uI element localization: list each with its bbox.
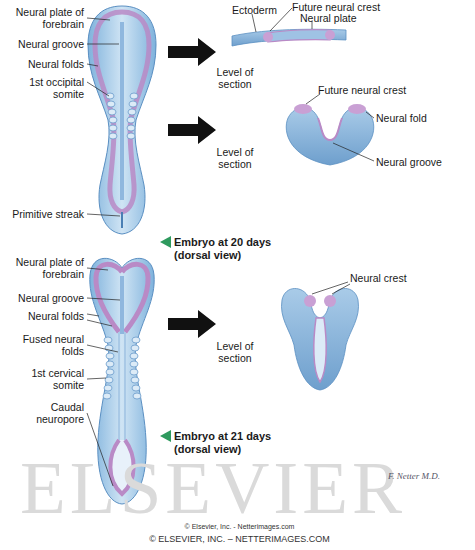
section-arrows xyxy=(168,38,216,338)
embryo-20-days xyxy=(88,6,156,234)
part-label: Fused neural folds xyxy=(20,333,84,357)
part-label: 1st occipital somite xyxy=(14,76,84,100)
part-label: Neural plate of forebrain xyxy=(14,6,84,30)
copyright-line: © Elsevier, Inc. - Netterimages.com xyxy=(2,522,475,531)
signature: F. Netter M.D. xyxy=(388,470,440,482)
part-label: Neural folds xyxy=(4,310,84,322)
part-label: Future neural crest xyxy=(318,84,406,96)
stage-caption: Embryo at 20 days (dorsal view) xyxy=(174,236,284,262)
section-label: Level of section xyxy=(210,340,260,364)
part-label: Neural plate of forebrain xyxy=(14,256,84,280)
watermark: ELSEVIER xyxy=(20,448,406,528)
part-label: Neural groove xyxy=(376,156,442,168)
part-label: Neural folds xyxy=(4,58,84,70)
section-label: Level of section xyxy=(210,66,260,90)
part-label: Neural plate xyxy=(300,12,357,24)
part-label: Future neural crest xyxy=(292,1,380,13)
section-neural-fold xyxy=(286,104,374,165)
section-flat-plate xyxy=(232,29,346,46)
part-label: 1st cervical somite xyxy=(14,367,84,391)
stage-caption: Embryo at 21 days (dorsal view) xyxy=(174,430,284,456)
part-label: Caudal neuropore xyxy=(26,401,84,425)
part-label: Neural fold xyxy=(376,112,427,124)
part-label: Neural crest xyxy=(350,272,407,284)
part-label: Ectoderm xyxy=(232,4,277,16)
view-markers xyxy=(160,236,171,442)
copyright-line: © ELSEVIER, INC. – NETTERIMAGES.COM xyxy=(2,534,475,545)
part-label: Neural groove xyxy=(4,292,84,304)
part-label: Neural groove xyxy=(4,38,84,50)
part-label: Primitive streak xyxy=(0,208,84,220)
leader-lines xyxy=(87,8,374,486)
section-label: Level of section xyxy=(210,146,260,170)
section-neural-crest xyxy=(281,288,358,390)
